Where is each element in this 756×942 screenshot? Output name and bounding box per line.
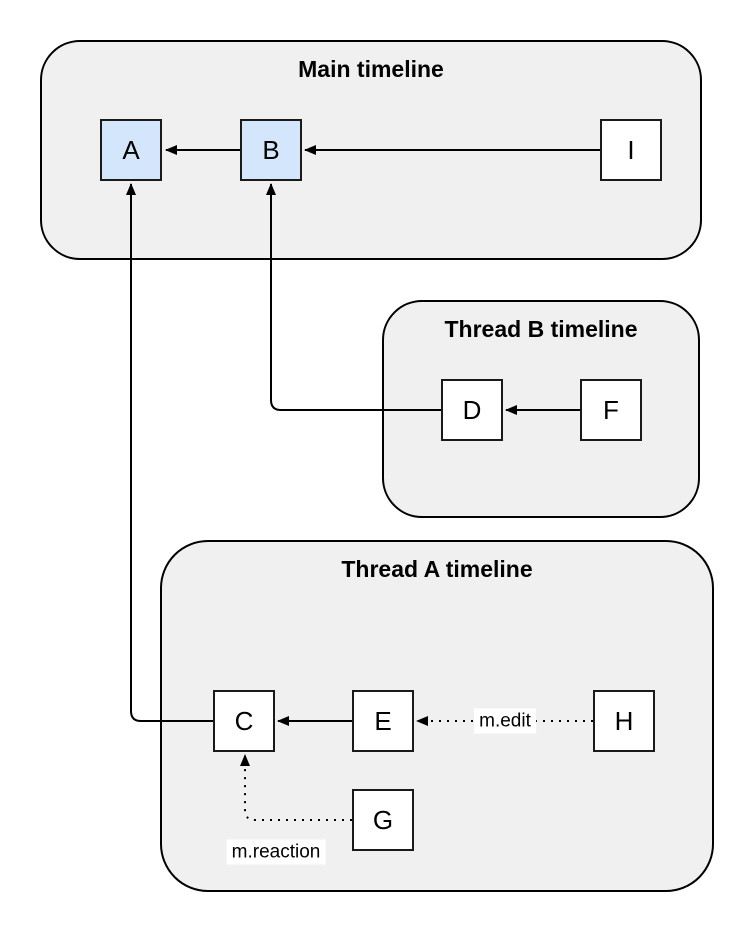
node-i-label: I xyxy=(627,134,635,165)
node-i: I xyxy=(600,119,662,181)
node-d-label: D xyxy=(462,394,482,425)
node-b: B xyxy=(240,119,302,181)
node-d: D xyxy=(441,379,503,441)
node-h: H xyxy=(593,690,655,752)
thread-b-timeline-title: Thread B timeline xyxy=(444,316,638,342)
node-g: G xyxy=(352,789,414,851)
node-b-label: B xyxy=(262,134,280,165)
node-c: C xyxy=(213,690,275,752)
node-e: E xyxy=(352,690,414,752)
node-e-label: E xyxy=(374,705,392,736)
node-g-label: G xyxy=(372,804,394,835)
edge-label-m-edit: m.edit xyxy=(474,708,536,734)
container-thread-b-timeline: Thread B timeline xyxy=(382,300,700,518)
node-a: A xyxy=(100,119,162,181)
edge-label-m-reaction: m.reaction xyxy=(226,839,326,865)
node-c-label: C xyxy=(234,705,254,736)
node-h-label: H xyxy=(614,705,634,736)
main-timeline-title: Main timeline xyxy=(298,56,444,82)
node-f-label: F xyxy=(603,394,619,425)
thread-a-timeline-title: Thread A timeline xyxy=(341,556,533,582)
node-f: F xyxy=(580,379,642,441)
node-a-label: A xyxy=(122,134,140,165)
